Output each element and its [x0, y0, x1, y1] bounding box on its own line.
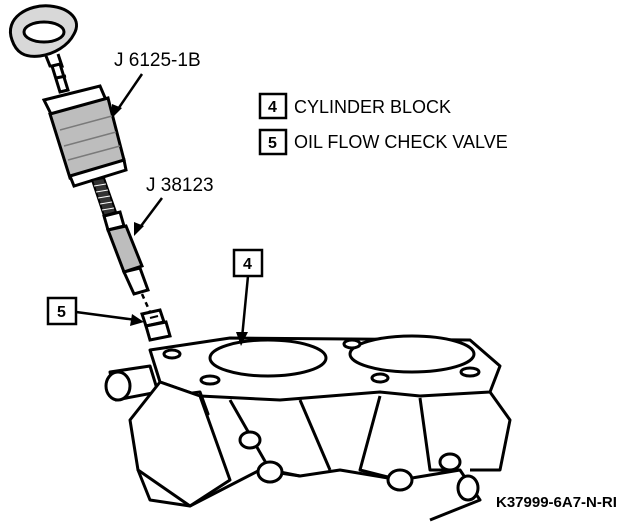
callout-arrow-valve: [130, 314, 144, 326]
callout-arrow-block: [236, 332, 248, 346]
figure-code: K37999-6A7-N-RI: [496, 494, 617, 511]
slide-hammer-shaft: [50, 62, 70, 94]
slide-hammer-handle: [8, 4, 78, 68]
callout-box-valve: [46, 296, 78, 326]
legend-number-4: 4: [268, 99, 277, 116]
callout-number-valve: 5: [57, 304, 66, 321]
slide-hammer-weight: [41, 84, 128, 188]
callout-leader-block: [240, 275, 250, 339]
puller-arrow-head: [112, 104, 122, 118]
puller-tool-label: J 6125-1B: [114, 50, 201, 71]
cylinder-block: [104, 334, 512, 522]
adapter-leader-arrow: [137, 197, 163, 231]
check-valve: [140, 308, 172, 342]
legend-text-check-valve: OIL FLOW CHECK VALVE: [294, 132, 508, 152]
adapter-tool-label: J 38123: [146, 175, 214, 196]
legend-text-cylinder-block: CYLINDER BLOCK: [294, 97, 451, 117]
puller-leader-arrow: [114, 73, 144, 113]
installation-path-dashed: [140, 293, 152, 313]
adapter-arrow-head: [134, 222, 144, 236]
remover-adapter: [102, 210, 150, 296]
threaded-rod: [90, 176, 118, 218]
legend-number-5: 5: [268, 135, 277, 152]
legend-box-4: [258, 92, 288, 120]
legend: 4 CYLINDER BLOCK 5 OIL FLOW CHECK VALVE: [258, 92, 508, 156]
legend-box-5: [258, 128, 288, 156]
callout-number-block: 4: [243, 256, 252, 273]
callout-leader-valve: [75, 310, 137, 322]
